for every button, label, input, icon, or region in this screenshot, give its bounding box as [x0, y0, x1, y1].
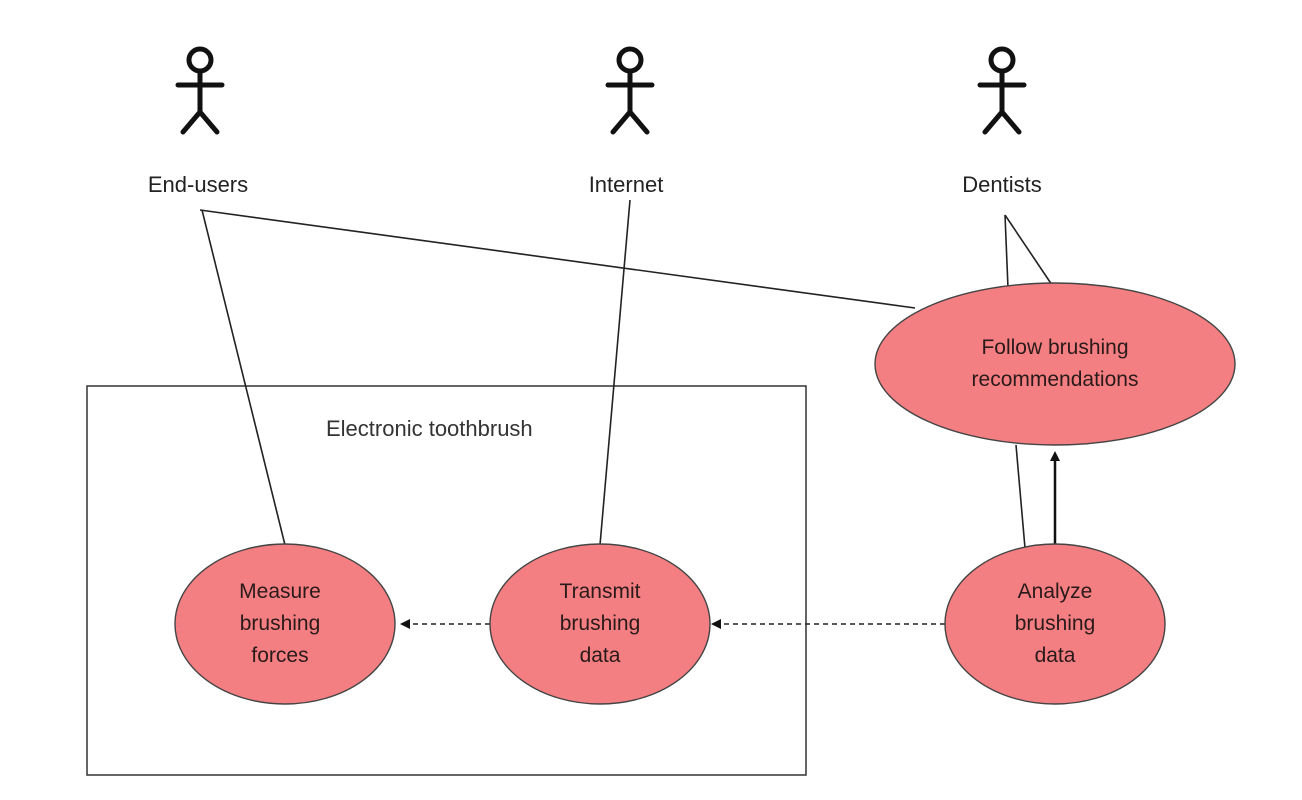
use-case-transmit-line-1: Transmit	[559, 580, 641, 603]
use-case-analyze-line-1: Analyze	[1017, 580, 1093, 603]
assoc-dentists-follow-right	[1004, 214, 1053, 286]
use-case-follow-line-2: recommendations	[971, 368, 1139, 391]
actor-label-internet: Internet	[588, 172, 664, 197]
use-case-follow-line-1: Follow brushing	[981, 336, 1129, 359]
actor-dentists-figure	[977, 46, 1027, 135]
use-case-analyze-label: Analyze brushing data	[1015, 576, 1096, 672]
actor-label-dentists: Dentists	[962, 172, 1042, 197]
use-case-analyze-shape	[944, 543, 1166, 705]
actor-end-users-figure	[175, 46, 225, 135]
assoc-endusers-follow	[199, 209, 916, 309]
use-case-transmit-label: Transmit brushing data	[560, 576, 641, 672]
assoc-internet-transmit	[599, 199, 631, 546]
assoc-dentists-follow-left	[1004, 214, 1009, 289]
use-case-measure-line-2: brushing	[239, 612, 321, 635]
use-case-measure-shape	[174, 543, 396, 705]
use-case-measure-line-1: Measure	[239, 580, 321, 603]
assoc-follow-analyze	[1015, 444, 1026, 549]
actor-label-end-users: End-users	[147, 172, 249, 197]
use-case-analyze-line-2: brushing	[1014, 612, 1096, 635]
use-case-transmit-line-3: data	[579, 644, 621, 667]
use-case-analyze-line-3: data	[1034, 644, 1076, 667]
use-case-measure-line-3: forces	[251, 644, 309, 667]
use-case-follow-label: Follow brushing recommendations	[972, 332, 1139, 396]
use-case-measure-label: Measure brushing forces	[239, 576, 321, 672]
use-case-follow-shape	[874, 282, 1236, 446]
system-boundary	[86, 385, 807, 776]
actor-internet-figure	[605, 46, 655, 135]
assoc-endusers-measure	[201, 209, 286, 546]
system-boundary-label: Electronic toothbrush	[326, 416, 533, 441]
use-case-transmit-shape	[489, 543, 711, 705]
use-case-transmit-line-2: brushing	[559, 612, 641, 635]
